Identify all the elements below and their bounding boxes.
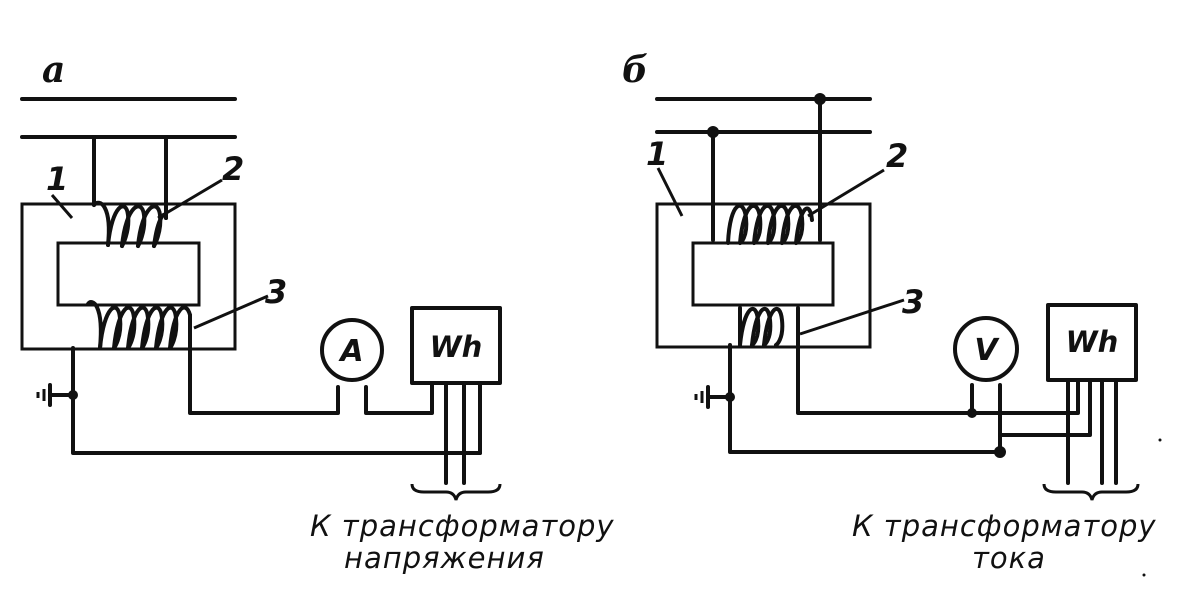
- panel-b-core-window: [691, 241, 835, 307]
- panel-b-meter-link-2: [998, 378, 1092, 437]
- panel-a-wh-meter: [410, 306, 502, 385]
- panel-b-label-core: 1: [646, 135, 668, 173]
- panel-b-secondary-coil: [738, 306, 785, 347]
- panel-a-return-wire: [71, 346, 482, 455]
- panel-a-ground-symbol: [36, 383, 78, 407]
- panel-b-return-wire: [728, 343, 1002, 454]
- panel-a-wh-meter-label: Wh: [430, 330, 483, 364]
- panel-a-brace: [410, 483, 502, 501]
- speck-2: [1142, 573, 1146, 577]
- panel-a-label-core: 1: [46, 160, 68, 198]
- panel-a-letter: а: [42, 49, 65, 91]
- panel-a-label-secondary: 3: [265, 273, 287, 311]
- panel-b-brace: [1042, 483, 1140, 501]
- panel-a-caption-line1: К трансформатору: [310, 509, 615, 543]
- panel-b-label-primary: 2: [886, 137, 908, 175]
- panel-a-leader-core: [50, 194, 74, 219]
- panel-a-ammeter-to-meter-wire: [364, 381, 434, 415]
- speck-1: [1158, 438, 1162, 442]
- panel-b-wh-meter-label: Wh: [1066, 325, 1119, 359]
- panel-b-primary-coil: [726, 204, 814, 245]
- panel-b-leader-primary: [807, 168, 885, 218]
- panel-b-meter-link-1: [970, 378, 1080, 415]
- panel-b-letter: б: [622, 49, 648, 91]
- panel-b-wh-meter: [1046, 303, 1138, 382]
- panel-b: б 1 2 3: [622, 49, 1157, 575]
- panel-a-label-primary: 2: [222, 150, 244, 188]
- panel-b-voltmeter: [953, 316, 1019, 382]
- panel-a-primary-coil: [92, 200, 168, 248]
- panel-b-ground-symbol: [694, 385, 735, 409]
- panel-a-ammeter-label: A: [338, 334, 363, 369]
- panel-b-junction-voltmeter-right: [994, 446, 1006, 458]
- panel-a-caption-line2: напряжения: [344, 541, 545, 575]
- panel-b-leader-secondary: [799, 298, 905, 336]
- panel-a-ammeter: [320, 318, 384, 382]
- panel-b-caption-line1: К трансформатору: [852, 509, 1157, 543]
- panel-b-caption-line2: тока: [972, 541, 1046, 575]
- panel-b-leader-core: [656, 167, 684, 217]
- panel-a-leader-primary: [157, 178, 223, 220]
- panel-b-label-secondary: 3: [902, 283, 924, 321]
- panel-a-core-window: [56, 241, 201, 307]
- panel-a-leader-secondary: [193, 294, 269, 330]
- panel-a-secondary-coil: [86, 300, 192, 350]
- panel-b-voltmeter-label: V: [974, 333, 1000, 368]
- panel-b-core-outer: [655, 202, 872, 349]
- panel-b-secondary-out-wire: [796, 306, 974, 415]
- panel-a: а 1 2 3: [20, 49, 615, 575]
- panel-a-secondary-out-wire: [188, 313, 340, 415]
